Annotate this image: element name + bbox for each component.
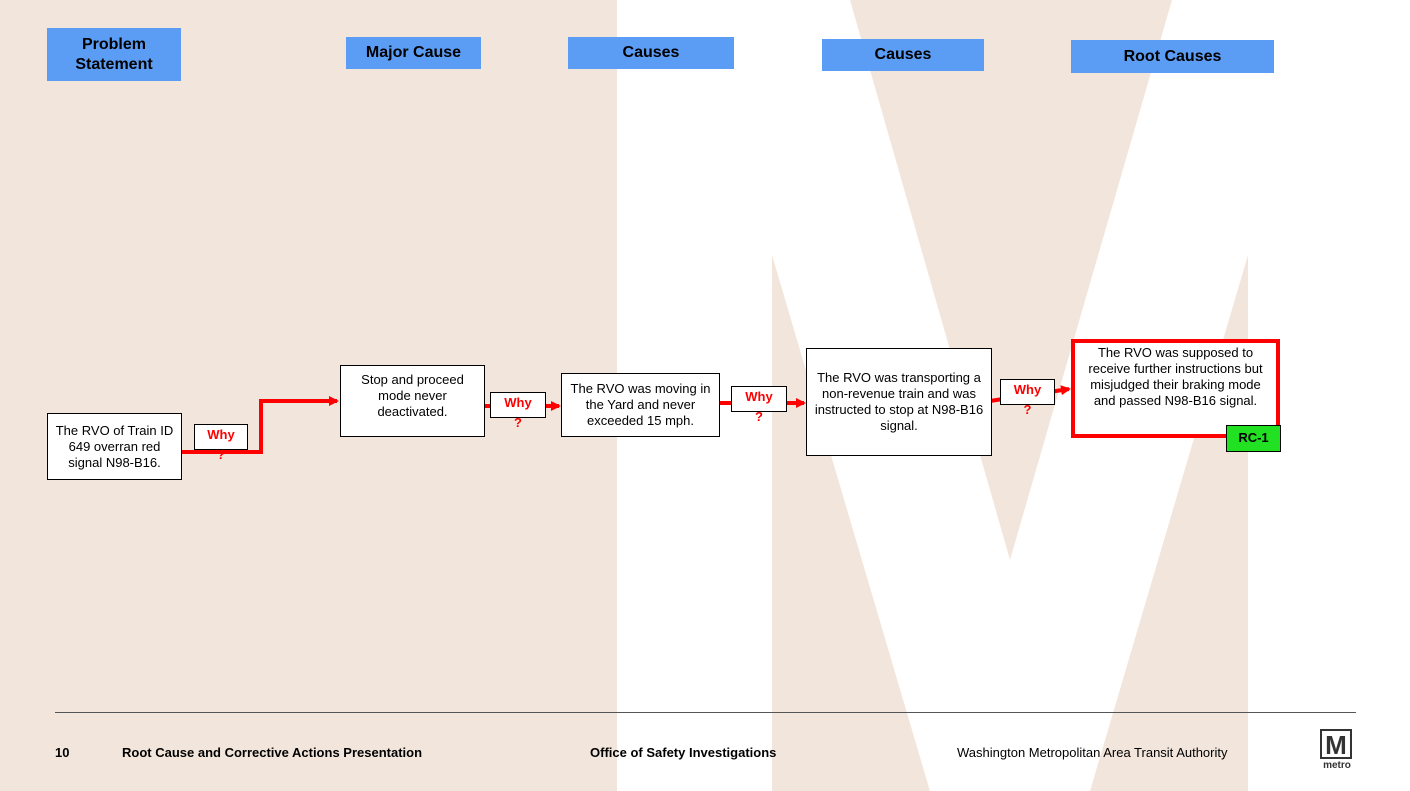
why-label-1: Why ? xyxy=(194,424,248,462)
footer-office: Office of Safety Investigations xyxy=(590,745,777,760)
why-label-3: Why ? xyxy=(731,386,787,424)
cause-2-box: The RVO was transporting a non-revenue t… xyxy=(806,348,992,456)
root-cause-box: The RVO was supposed to receive further … xyxy=(1071,339,1280,438)
metro-logo-word: metro xyxy=(1323,760,1351,771)
why-label-3-mark: ? xyxy=(755,409,763,424)
why-label-1-text: Why xyxy=(207,427,235,442)
cause-1-text: The RVO was moving in the Yard and never… xyxy=(570,381,711,428)
problem-statement-box: The RVO of Train ID 649 overran red sign… xyxy=(47,413,182,480)
why-label-2-text: Why xyxy=(504,395,532,410)
why-label-4-mark: ? xyxy=(1023,402,1032,417)
why-label-2-mark: ? xyxy=(514,415,522,430)
rc-1-badge: RC-1 xyxy=(1226,425,1281,452)
bg-v-shape xyxy=(850,0,1172,560)
rc-1-badge-text: RC-1 xyxy=(1238,430,1269,445)
major-cause-text: Stop and proceed mode never deactivated. xyxy=(361,372,464,419)
header-problem-statement: Problem Statement xyxy=(47,28,181,81)
header-root-causes: Root Causes xyxy=(1071,40,1274,73)
bg-left-panel xyxy=(0,0,617,791)
why-label-1-mark: ? xyxy=(217,447,225,462)
why-label-2: Why ? xyxy=(490,392,546,430)
footer-divider xyxy=(55,712,1356,713)
header-major-cause: Major Cause xyxy=(346,37,481,69)
bg-left-leg xyxy=(772,255,930,791)
header-major-cause-text: Major Cause xyxy=(365,44,462,61)
footer-authority: Washington Metropolitan Area Transit Aut… xyxy=(957,745,1228,760)
header-causes-2: Causes xyxy=(822,39,984,71)
metro-logo-letter: M xyxy=(1320,729,1352,759)
why-label-3-text: Why xyxy=(745,389,773,404)
cause-1-box: The RVO was moving in the Yard and never… xyxy=(561,373,720,437)
cause-2-text: The RVO was transporting a non-revenue t… xyxy=(814,370,984,433)
header-problem-statement-text: Problem Statement xyxy=(75,35,153,73)
major-cause-box: Stop and proceed mode never deactivated. xyxy=(340,365,485,437)
why-label-4: Why ? xyxy=(1000,379,1055,417)
why-label-4-text: Why xyxy=(1013,382,1042,397)
header-causes-1: Causes xyxy=(568,37,734,69)
page-number: 10 xyxy=(55,745,70,760)
metro-logo: M metro xyxy=(1318,729,1360,771)
header-causes-2-text: Causes xyxy=(874,46,932,63)
root-cause-text: The RVO was supposed to receive further … xyxy=(1088,345,1263,408)
problem-statement-text: The RVO of Train ID 649 overran red sign… xyxy=(55,422,174,470)
footer-title: Root Cause and Corrective Actions Presen… xyxy=(122,745,423,760)
bg-right-leg xyxy=(1090,255,1248,791)
header-causes-1-text: Causes xyxy=(622,44,680,61)
header-root-causes-text: Root Causes xyxy=(1123,47,1222,65)
